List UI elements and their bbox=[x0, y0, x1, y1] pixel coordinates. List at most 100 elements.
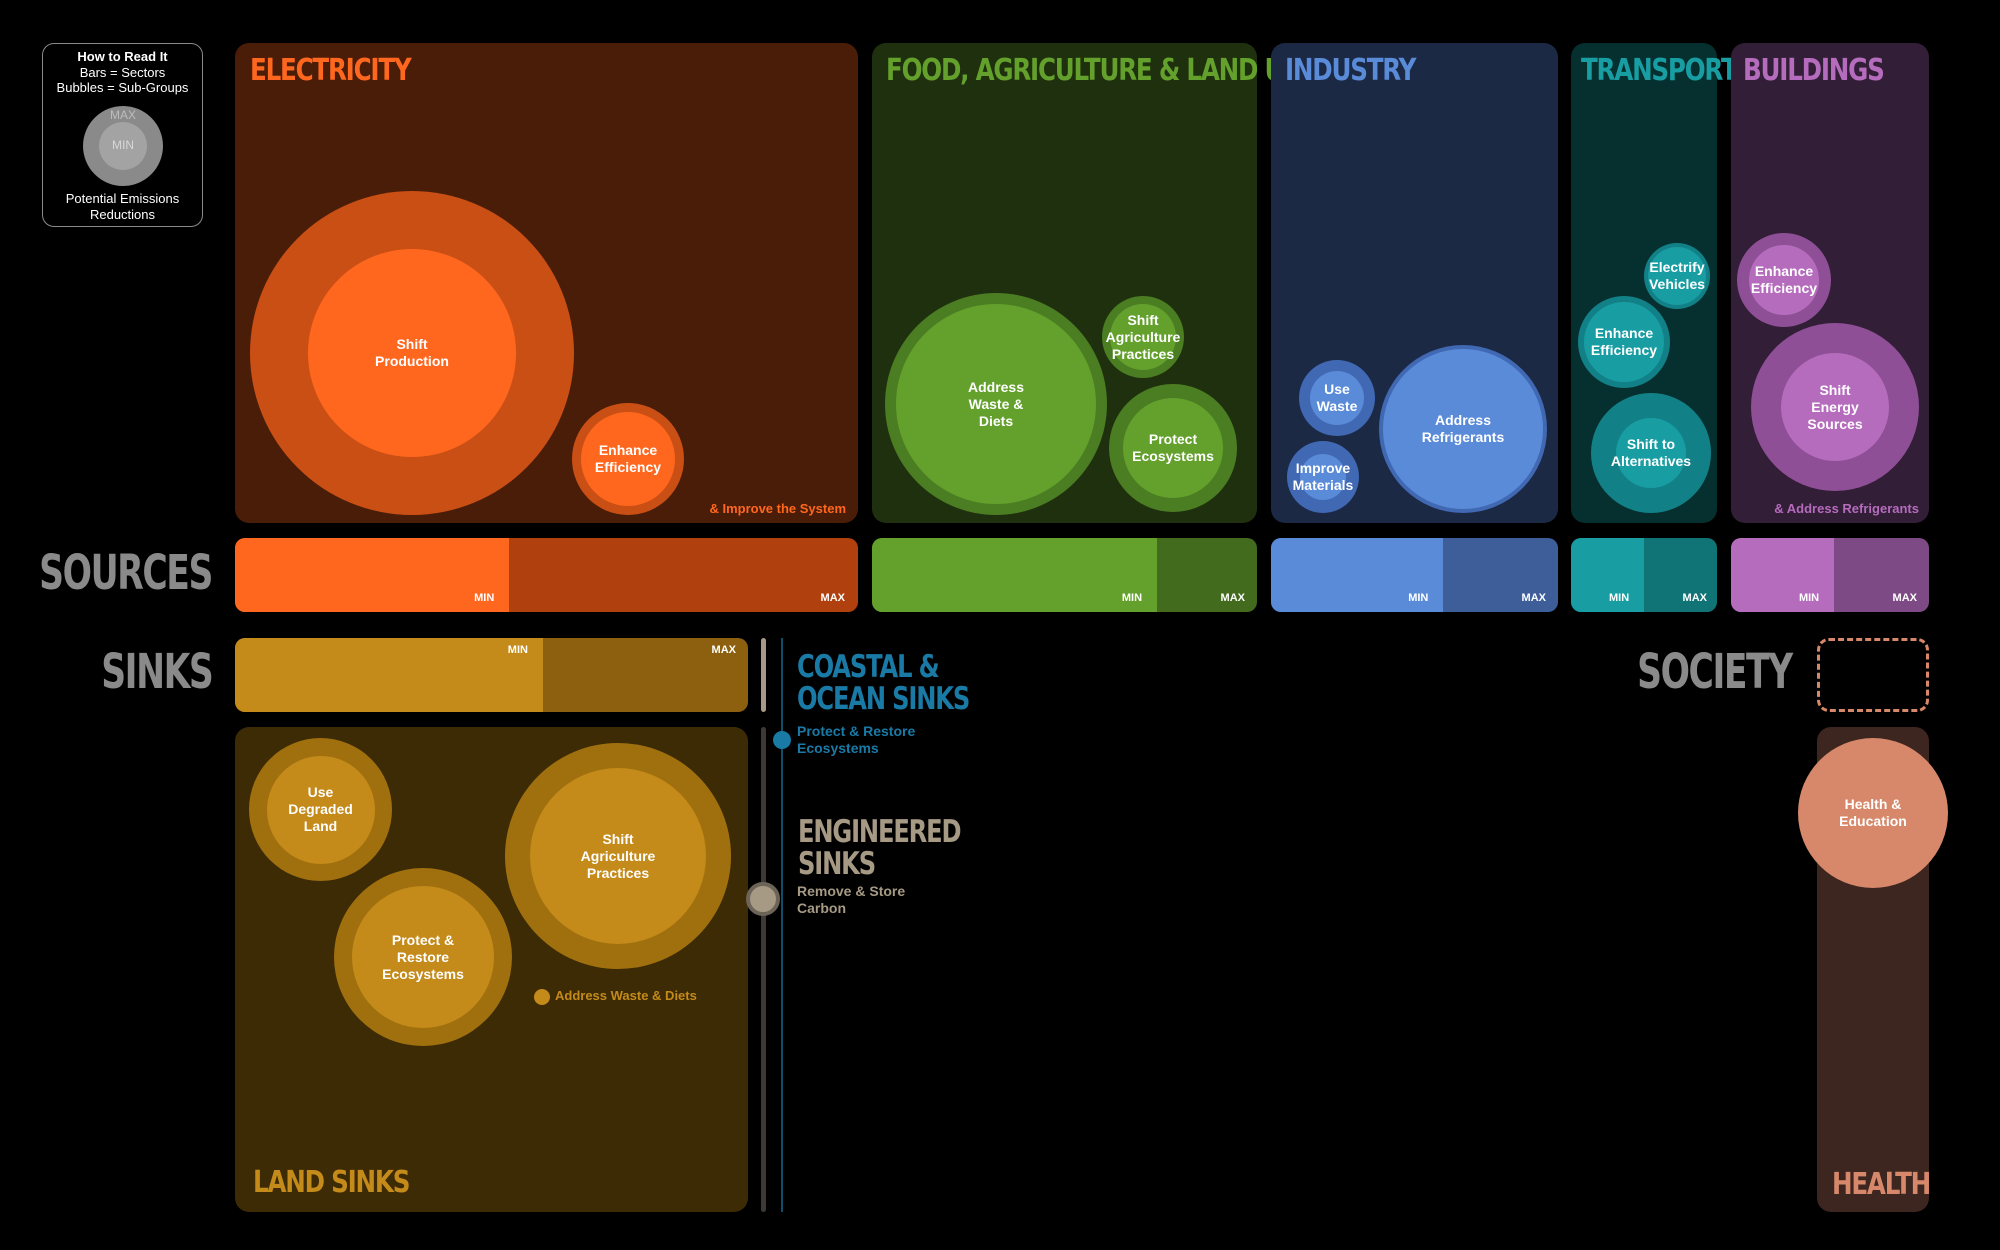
electricity-enhance-efficiency-label: Enhance Efficiency bbox=[594, 442, 662, 475]
shift-energy-sources-min bbox=[1781, 353, 1889, 461]
food-shift-agriculture-label: Shift Agriculture Practices bbox=[1105, 311, 1181, 362]
shift-to-alternatives-min bbox=[1616, 418, 1686, 488]
legend-caption: Potential Emissions Reductions bbox=[65, 191, 180, 222]
transport-enhance-efficiency-min bbox=[1584, 302, 1664, 382]
buildings-enhance-efficiency-bubble[interactable]: Enhance Efficiency bbox=[1737, 233, 1831, 327]
industry-bar[interactable]: MIN MAX bbox=[1271, 538, 1558, 612]
address-refrigerants-note: & Address Refrigerants bbox=[1774, 501, 1919, 516]
transport-enhance-efficiency-bubble[interactable]: Enhance Efficiency bbox=[1578, 296, 1670, 388]
buildings-enhance-efficiency-label: Enhance Efficiency bbox=[1750, 263, 1818, 296]
food-shift-agriculture-bubble[interactable]: Shift Agriculture Practices bbox=[1102, 296, 1184, 378]
shift-energy-sources-label: Shift Energy Sources bbox=[1807, 381, 1863, 432]
address-waste-diets-label: Address Waste & Diets bbox=[967, 378, 1025, 429]
industry-title: INDUSTRY bbox=[1285, 53, 1416, 88]
food-bar[interactable]: MIN MAX bbox=[872, 538, 1257, 612]
coastal-sub-label: Protect & Restore Ecosystems bbox=[797, 723, 916, 756]
address-refrigerants-bubble[interactable]: Address Refrigerants bbox=[1379, 345, 1547, 513]
use-waste-min bbox=[1310, 371, 1364, 425]
shift-production-label: Shift Production bbox=[375, 336, 449, 369]
buildings-panel: BUILDINGS Enhance Efficiency Shift Energ… bbox=[1731, 43, 1929, 523]
society-bar-placeholder bbox=[1817, 638, 1929, 712]
legend-line-bubbles: Bubbles = Sub-Groups bbox=[56, 80, 189, 95]
coastal-axis bbox=[781, 638, 783, 1212]
electricity-title: ELECTRICITY bbox=[250, 53, 412, 88]
buildings-enhance-efficiency-min bbox=[1749, 245, 1819, 315]
electricity-enhance-efficiency-min bbox=[581, 412, 675, 506]
land-shift-agriculture-min bbox=[530, 768, 706, 944]
land-shift-agriculture-label: Shift Agriculture Practices bbox=[580, 830, 656, 881]
food-protect-ecosystems-bubble[interactable]: Protect Ecosystems bbox=[1109, 384, 1237, 512]
industry-bar-min bbox=[1271, 538, 1444, 612]
transport-panel: TRANSPORT Electrify Vehicles Enhance Eff… bbox=[1571, 43, 1738, 523]
buildings-bar-min-label: MIN bbox=[1798, 592, 1820, 604]
use-degraded-land-label: Use Degraded Land bbox=[288, 784, 353, 834]
land-protect-restore-bubble[interactable]: Protect & Restore Ecosystems bbox=[334, 868, 512, 1046]
food-bar-min-label: MIN bbox=[1121, 592, 1143, 604]
electricity-bar-max-label: MAX bbox=[820, 592, 845, 604]
shift-to-alternatives-bubble[interactable]: Shift to Alternatives bbox=[1591, 393, 1711, 513]
food-panel: FOOD, AGRICULTURE & LAND USE Address Was… bbox=[872, 43, 1317, 523]
use-degraded-land-bubble[interactable]: Use Degraded Land bbox=[249, 738, 392, 881]
shift-production-bubble[interactable]: Shift Production bbox=[250, 191, 574, 515]
use-waste-label: Use Waste bbox=[1316, 381, 1358, 414]
shift-production-min bbox=[308, 249, 516, 457]
engineered-axis-top bbox=[761, 638, 766, 712]
buildings-bar[interactable]: MIN MAX bbox=[1731, 538, 1929, 612]
legend-min-circle: MIN bbox=[99, 122, 147, 170]
electricity-bar[interactable]: MIN MAX bbox=[235, 538, 858, 612]
improve-materials-label: Improve Materials bbox=[1292, 460, 1354, 493]
address-refrigerants-label: Address Refrigerants bbox=[1421, 412, 1505, 445]
sinks-bar-max-label: MAX bbox=[711, 644, 736, 656]
engineered-sinks-title: ENGINEERED SINKS bbox=[798, 814, 962, 882]
sinks-bar[interactable]: MIN MAX bbox=[235, 638, 748, 712]
electricity-enhance-efficiency-bubble[interactable]: Enhance Efficiency bbox=[572, 403, 684, 515]
improve-materials-bubble[interactable]: Improve Materials bbox=[1287, 441, 1359, 513]
transport-bar-max-label: MAX bbox=[1682, 592, 1707, 604]
health-title: HEALTH bbox=[1832, 1167, 1931, 1202]
transport-title: TRANSPORT bbox=[1581, 53, 1738, 88]
electricity-bar-min-label: MIN bbox=[474, 592, 495, 604]
electrify-vehicles-bubble[interactable]: Electrify Vehicles bbox=[1644, 243, 1710, 309]
use-degraded-land-min bbox=[266, 755, 375, 864]
transport-bar[interactable]: MIN MAX bbox=[1571, 538, 1717, 612]
food-protect-ecosystems-min bbox=[1123, 398, 1223, 498]
engineered-axis bbox=[761, 727, 766, 1212]
society-label: SOCIETY bbox=[1637, 644, 1793, 700]
address-waste-diets-min bbox=[896, 304, 1096, 504]
land-shift-agriculture-bubble[interactable]: Shift Agriculture Practices bbox=[505, 743, 731, 969]
industry-panel: INDUSTRY Use Waste Improve Materials Add… bbox=[1271, 43, 1558, 523]
food-title: FOOD, AGRICULTURE & LAND USE bbox=[886, 53, 1317, 88]
engineered-sub-label: Remove & Store Carbon bbox=[797, 883, 906, 916]
legend-title: How to Read It bbox=[77, 49, 168, 64]
address-waste-diets-bubble[interactable]: Address Waste & Diets bbox=[885, 293, 1107, 515]
shift-energy-sources-bubble[interactable]: Shift Energy Sources bbox=[1751, 323, 1919, 491]
transport-bar-min bbox=[1571, 538, 1644, 612]
coastal-dot[interactable] bbox=[773, 731, 791, 749]
sinks-label: SINKS bbox=[100, 644, 214, 700]
health-education-label: Health & Education bbox=[1839, 796, 1907, 829]
food-bar-min bbox=[872, 538, 1157, 612]
food-shift-agriculture-min bbox=[1110, 304, 1176, 370]
legend-max-circle: MAX MIN bbox=[83, 106, 163, 186]
legend-line-bars: Bars = Sectors bbox=[79, 65, 166, 80]
use-waste-bubble[interactable]: Use Waste bbox=[1299, 360, 1375, 436]
food-protect-ecosystems-label: Protect Ecosystems bbox=[1132, 431, 1214, 464]
buildings-bar-max-label: MAX bbox=[1892, 592, 1917, 604]
address-refrigerants-min bbox=[1383, 349, 1543, 509]
electrify-vehicles-label: Electrify Vehicles bbox=[1648, 259, 1706, 292]
sinks-bar-min bbox=[235, 638, 543, 712]
engineered-dot[interactable] bbox=[746, 882, 780, 916]
shift-to-alternatives-label: Shift to Alternatives bbox=[1610, 436, 1692, 469]
buildings-title: BUILDINGS bbox=[1743, 53, 1885, 88]
industry-bar-min-label: MIN bbox=[1408, 592, 1429, 604]
health-education-bubble[interactable]: Health & Education bbox=[1798, 738, 1948, 888]
address-waste-diets-dot[interactable] bbox=[534, 989, 550, 1005]
electrify-vehicles-min bbox=[1648, 247, 1706, 305]
transport-enhance-efficiency-label: Enhance Efficiency bbox=[1590, 325, 1658, 358]
buildings-bar-min bbox=[1731, 538, 1834, 612]
food-bar-max-label: MAX bbox=[1220, 592, 1245, 604]
address-waste-diets-note: Address Waste & Diets bbox=[555, 988, 697, 1003]
land-protect-restore-min bbox=[352, 886, 494, 1028]
sinks-bar-min-label: MIN bbox=[507, 644, 528, 656]
legend-box: How to Read It Bars = Sectors Bubbles = … bbox=[42, 43, 203, 227]
